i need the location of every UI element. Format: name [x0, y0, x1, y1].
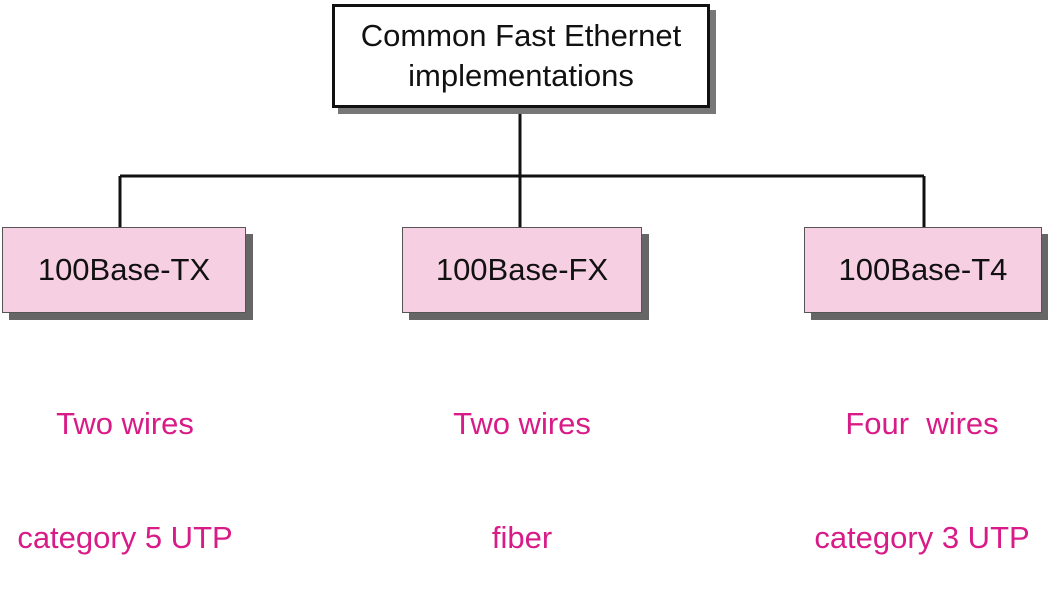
caption-line1: Two wires	[453, 406, 591, 441]
node-label: 100Base-FX	[435, 252, 609, 287]
tree-connectors	[118, 108, 926, 227]
caption-line2: category 3 UTP	[814, 520, 1030, 555]
node-100base-tx: 100Base-TX	[2, 227, 246, 313]
root-node: Common Fast Ethernet implementations	[332, 4, 710, 108]
node-label: 100Base-T4	[838, 252, 1008, 287]
root-title-line1: Common Fast Ethernet	[360, 18, 682, 53]
node-label: 100Base-TX	[37, 252, 211, 287]
caption-line2: fiber	[491, 520, 553, 555]
caption-line2: category 5 UTP	[17, 520, 233, 555]
caption-100base-tx: Two wires category 5 UTP	[0, 329, 250, 595]
root-title-line2: implementations	[408, 58, 634, 93]
caption-line1: Four wires	[845, 406, 999, 441]
caption-100base-t4: Four wires category 3 UTP	[796, 329, 1048, 595]
node-100base-t4: 100Base-T4	[804, 227, 1042, 313]
caption-100base-fx: Two wires fiber	[400, 329, 644, 595]
caption-line1: Two wires	[56, 406, 194, 441]
node-100base-fx: 100Base-FX	[402, 227, 642, 313]
